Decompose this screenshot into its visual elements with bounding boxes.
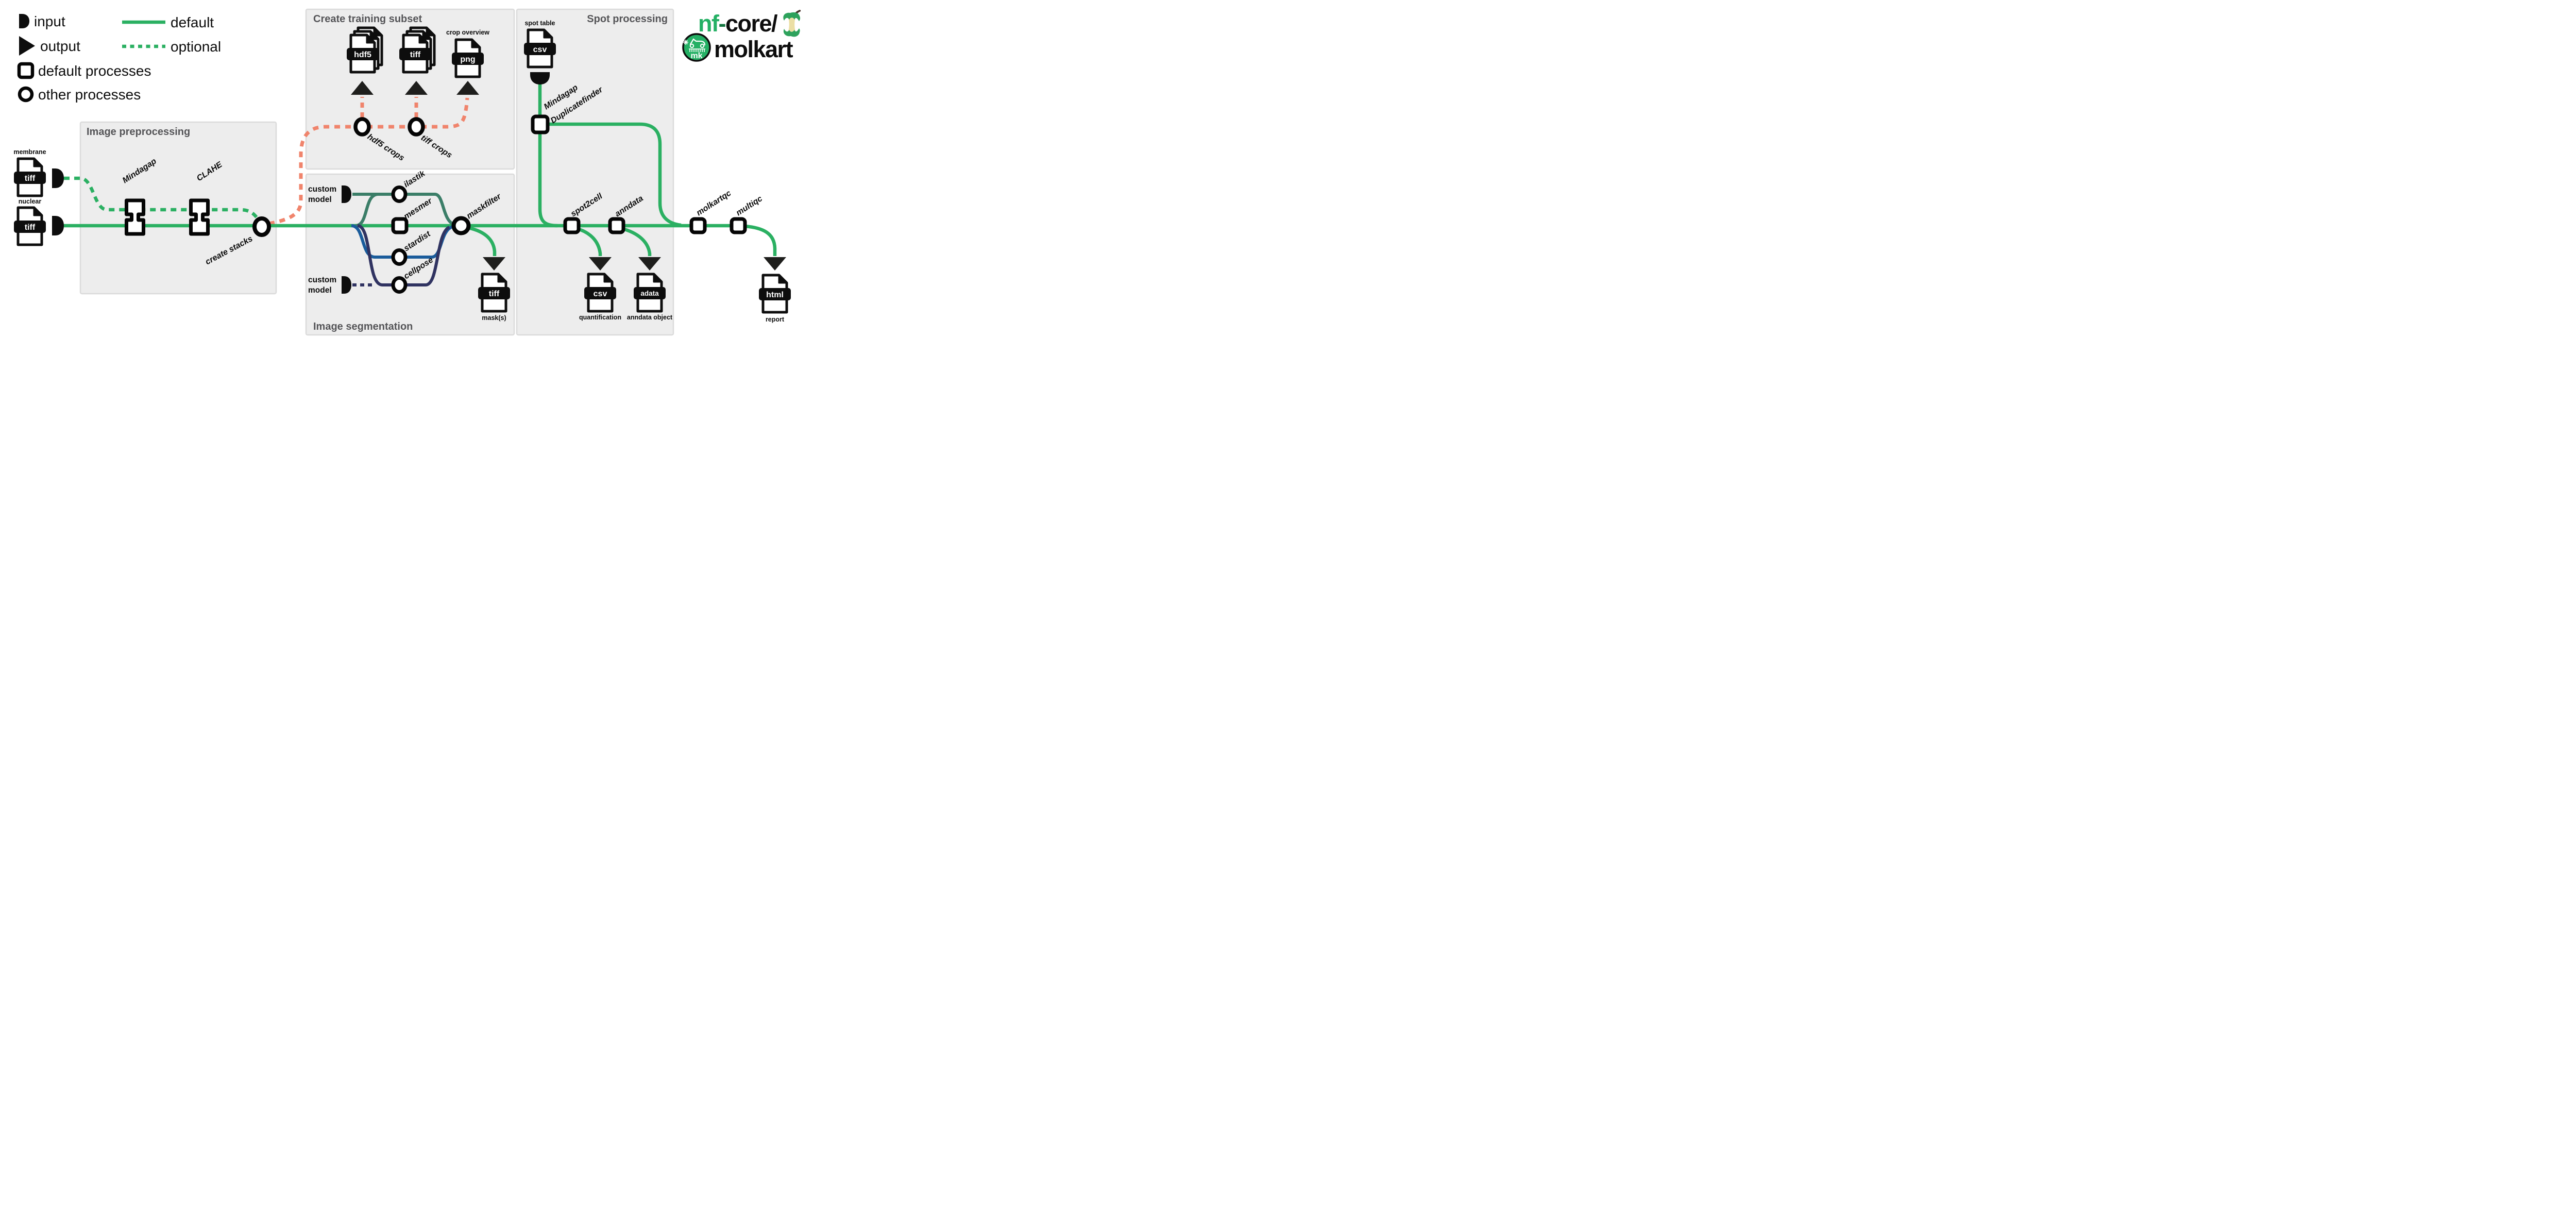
label-multiqc: multiqc	[735, 194, 764, 217]
report-label: report	[766, 316, 785, 323]
section-spot-processing: Spot processing	[516, 8, 674, 336]
quantification-label: quantification	[579, 314, 621, 321]
node-tiff-crops	[408, 117, 425, 137]
node-cellpose	[391, 276, 408, 294]
quantification-format: csv	[594, 290, 607, 298]
report-format: html	[766, 291, 784, 299]
node-hdf5-crops	[353, 117, 371, 137]
spot-table-input-icon	[530, 72, 550, 84]
node-anndata	[608, 217, 625, 234]
quantification-csv-file-icon: csv	[584, 273, 616, 313]
custom-model-bottom-input-icon	[342, 276, 351, 294]
section-image-preprocessing: Image preprocessing	[79, 121, 277, 295]
edge-maskfilter-to-mask	[465, 225, 497, 256]
mask-tiff-file-icon: tiff	[478, 273, 510, 313]
label-molkartqc: molkartqc	[695, 189, 733, 217]
anndata-object-format: adata	[640, 290, 659, 297]
membrane-format: tiff	[25, 174, 36, 183]
output-arrow-tiff-icon	[405, 81, 428, 95]
node-create-stacks	[252, 216, 271, 237]
edge-membrane-optional	[64, 176, 261, 223]
custom-model-bottom-line2: model	[308, 286, 332, 295]
legend-input-label: input	[34, 13, 65, 29]
nuclear-tiff-file-icon: tiff	[14, 206, 46, 246]
spot-table-label: spot table	[524, 20, 555, 27]
edge-spot2cell-to-csv	[575, 226, 602, 256]
spot-table-csv-file-icon: csv	[524, 28, 556, 69]
legend-output-label: output	[40, 38, 80, 54]
tiff-crops-format: tiff	[410, 50, 421, 59]
output-arrow-report-icon	[764, 257, 786, 270]
hdf5-crops-format: hdf5	[354, 50, 371, 59]
node-mesmer	[391, 217, 409, 234]
mask-label: mask(s)	[482, 314, 506, 322]
training-title: Create training subset	[313, 13, 422, 25]
spot-table-format: csv	[533, 45, 547, 54]
logo-nfcore-text: nf-core/	[698, 10, 778, 37]
crop-overview-png-file-icon: png	[452, 38, 484, 78]
mk-badge-icon: mk	[682, 33, 711, 62]
nuclear-input-icon	[52, 216, 64, 235]
tiff-crops-file-icon: tiff	[399, 26, 436, 74]
node-multiqc	[730, 217, 747, 234]
edge-cellpose-branch	[357, 224, 450, 286]
output-arrow-quantification-icon	[589, 257, 612, 270]
logo-molkart-text: molkart	[714, 36, 793, 62]
custom-model-top-line2: model	[308, 195, 332, 204]
custom-model-top-input-icon	[342, 185, 351, 203]
molkart-pipeline-page: Image preprocessing Create training subs…	[0, 0, 808, 340]
crop-overview-format: png	[460, 55, 475, 64]
anndata-object-adata-file-icon: adata	[634, 273, 666, 313]
section-image-segmentation: Image segmentation	[305, 173, 515, 336]
report-html-file-icon: html	[759, 274, 791, 314]
apple-core-icon	[783, 10, 801, 37]
spot-box	[516, 8, 674, 336]
spot-title: Spot processing	[587, 13, 668, 25]
output-arrow-png-icon	[456, 81, 479, 95]
preprocessing-title: Image preprocessing	[87, 126, 190, 138]
nuclear-label: nuclear	[19, 198, 42, 205]
legend-default-processes-label: default processes	[38, 63, 151, 79]
preprocessing-box	[79, 121, 277, 295]
nfcore-molkart-logo: nf-core/ mk molkart	[682, 10, 801, 62]
node-ilastik	[391, 185, 408, 203]
badge-star-icon	[683, 40, 688, 45]
membrane-tiff-file-icon: tiff	[14, 157, 46, 197]
membrane-label: membrane	[13, 148, 46, 156]
legend-output-icon	[19, 36, 35, 56]
legend: input output default processes other pro…	[17, 13, 221, 103]
edge-duplicatefinder-right	[547, 122, 682, 227]
hdf5-crops-file-icon: hdf5	[347, 26, 383, 74]
legend-default-process-icon	[17, 62, 35, 79]
edge-spot-table-down	[538, 83, 558, 228]
node-mindagap-duplicatefinder	[531, 114, 550, 134]
edge-multiqc-to-report	[744, 224, 777, 256]
node-maskfilter	[451, 216, 471, 235]
legend-other-processes-label: other processes	[38, 87, 141, 103]
output-arrow-anndata-icon	[638, 257, 661, 270]
legend-optional-edge-label: optional	[171, 39, 221, 55]
badge-mk-text: mk	[690, 52, 702, 60]
edge-anndata-to-adata	[620, 226, 652, 256]
anndata-object-label: anndata object	[627, 314, 673, 321]
legend-input-icon	[19, 14, 29, 28]
node-clahe	[189, 198, 210, 236]
segmentation-title: Image segmentation	[313, 321, 413, 332]
node-mindagap	[125, 198, 145, 236]
nuclear-format: tiff	[25, 223, 36, 232]
segmentation-box	[305, 173, 515, 336]
custom-model-bottom-line1: custom	[308, 276, 336, 284]
output-arrow-hdf5-icon	[351, 81, 374, 95]
node-molkartqc	[689, 217, 707, 234]
crop-overview-label: crop overview	[446, 29, 489, 36]
mask-format: tiff	[489, 290, 500, 298]
legend-default-edge-label: default	[171, 14, 214, 30]
pipeline-diagram: Image preprocessing Create training subs…	[13, 8, 801, 336]
membrane-input-icon	[52, 168, 64, 188]
output-arrow-mask-icon	[483, 257, 505, 270]
legend-other-process-icon	[18, 86, 34, 103]
node-stardist	[391, 248, 408, 266]
custom-model-top-line1: custom	[308, 185, 336, 194]
node-spot2cell	[563, 217, 581, 234]
